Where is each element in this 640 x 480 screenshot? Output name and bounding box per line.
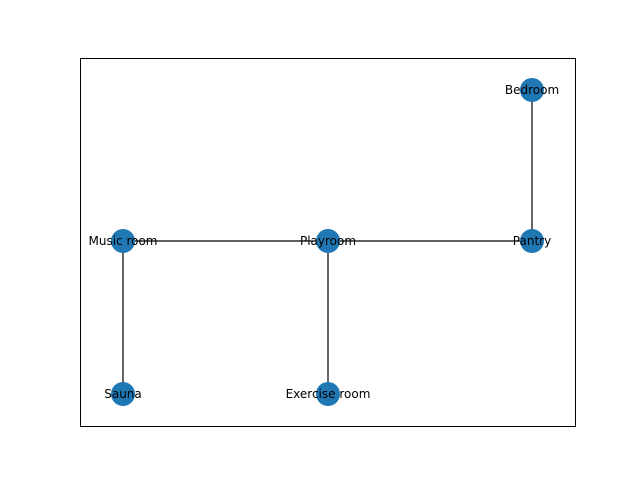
node-label-pantry: Pantry <box>513 234 551 248</box>
node-label-exercise: Exercise room <box>286 387 371 401</box>
node-label-sauna: Sauna <box>104 387 142 401</box>
node-sauna <box>111 382 135 406</box>
node-music <box>111 229 135 253</box>
node-label-playroom: Playroom <box>300 234 356 248</box>
node-label-bedroom: Bedroom <box>505 83 559 97</box>
node-bedroom <box>520 78 544 102</box>
node-label-music: Music room <box>89 234 158 248</box>
node-exercise <box>316 382 340 406</box>
node-pantry <box>520 229 544 253</box>
edges-group <box>122 90 533 394</box>
node-playroom <box>316 229 340 253</box>
plot-frame <box>80 58 576 427</box>
